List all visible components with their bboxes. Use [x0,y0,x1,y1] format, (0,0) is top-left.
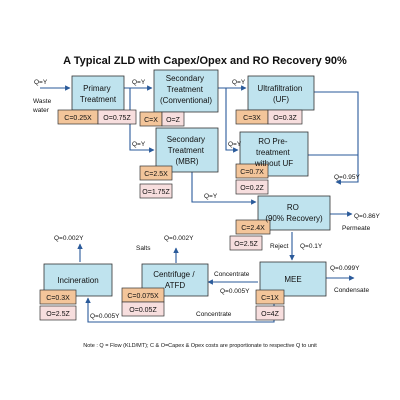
primary-treatment-label: Primary Treatment [80,84,117,104]
secondary-conventional-box [153,69,219,113]
ultrafiltration-box [247,75,315,111]
incineration-opex-label: O=2.5Z [46,311,70,318]
flow-q-in: Q=Y [34,79,48,86]
ro-opex-box [229,235,263,251]
ropretreat-capex-label: C=0.7X [240,169,264,176]
ropretreat-opex-label: O=0.2Z [240,185,264,192]
mbr-opex-box [139,183,173,199]
mee-opex-label: O=4Z [261,311,279,318]
centrifuge-opex-box [121,301,165,317]
concentrate-label-2: Concentrate [196,311,232,318]
secondary-mbr-box [155,127,219,173]
waste-water-label: Waste water [32,98,53,114]
incineration-capex-box [39,289,77,305]
mee-capex-box [255,289,285,305]
concentrate-label-1: Concentrate [214,271,250,278]
secondary-opex-label: O=Z [166,117,181,124]
centrifuge-capex-label: C=0.075X [127,293,159,300]
flow-q-uf-in: Q=Y [228,141,242,148]
ro-opex-label: O=2.5Z [234,241,258,248]
uf-opex-label: O=0.3Z [273,115,297,122]
condensate-label: Condensate [334,287,369,294]
primary-to-mbr-arrow [129,88,155,153]
ropretreat-opex-box [235,179,269,195]
flow-q-reject: Q=0.1Y [300,243,323,250]
permeate-label: Permeate [342,225,371,232]
ro-capex-box [235,219,271,235]
centrifuge-opex-label: O=0.05Z [129,307,157,314]
flow-q-condensate: Q=0.099Y [330,265,360,272]
incineration-opex-box [39,305,77,321]
flow-q-secondary-out: Q=Y [232,79,246,86]
ropretreat-capex-box [235,163,269,179]
secondary-mbr-label: Secondary Treatment (MBR) [167,135,207,166]
ro-label: RO (90% Recovery) [265,203,323,223]
uf-capex-label: C=3X [243,115,261,122]
ro-capex-label: C=2.4X [241,225,265,232]
footnote: Note : Q = Flow (KLD/MT); C & O=Capex & … [83,343,317,349]
primary-capex-label: C=0.25X [64,115,92,122]
mee-capex-label: C=1X [261,295,279,302]
secondary-to-ropretreat-arrow [225,88,239,153]
primary-opex-box [97,109,137,125]
diagram-title: A Typical ZLD with Capex/Opex and RO Rec… [63,55,347,67]
secondary-capex-label: C=X [144,117,158,124]
secondary-conventional-label: Secondary Treatment (Conventional) [160,74,212,105]
ultrafiltration-label: Ultrafiltration (UF) [257,84,304,104]
centrifuge-atfd-label: Centrifuge / ATFD [153,270,197,290]
flow-q-primary-out: Q=Y [132,79,146,86]
uf-to-ro-arrow [314,91,359,185]
salts-label: Salts [136,245,151,252]
flow-q-mbr-in: Q=Y [132,141,146,148]
flow-lines [40,85,359,323]
uf-opex-box [267,109,303,125]
flow-q-incin-out: Q=0.002Y [54,235,84,242]
flow-q-mbr-out: Q=Y [204,193,218,200]
mbr-opex-label: O=1.75Z [142,189,170,196]
primary-treatment-box [71,75,125,111]
flow-q-salts: Q=0.002Y [164,235,194,242]
mbr-to-ro-arrow [191,172,257,205]
reject-label: Reject [270,243,289,250]
secondary-opex-box [161,111,185,127]
flow-q-concentrate: Q=0.005Y [220,288,250,295]
ro-pretreatment-label: RO Pre- treatment without UF [254,137,293,168]
flow-q-incin-in: Q=0.005Y [90,313,120,320]
mee-label: MEE [284,275,301,284]
incineration-label: Incineration [57,276,98,285]
mbr-capex-label: C=2.5X [144,171,168,178]
primary-opex-label: O=0.75Z [103,115,131,122]
flow-q-ro-in: Q=0.95Y [334,174,361,181]
mbr-capex-box [139,165,173,181]
mee-opex-box [255,305,285,321]
incineration-capex-label: C=0.3X [46,295,70,302]
flow-q-permeate: Q=0.86Y [354,213,381,220]
